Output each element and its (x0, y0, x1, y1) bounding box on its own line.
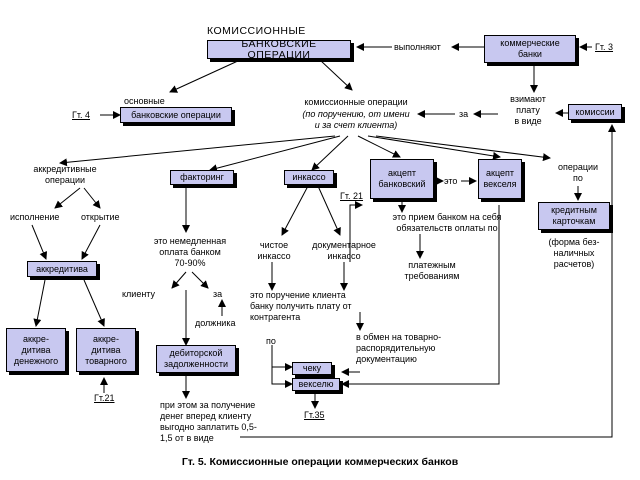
label-charge: взимают плату в виде (510, 94, 546, 126)
ref-gt21-collection: Гт. 21 (340, 191, 364, 201)
label-basic: основные (124, 96, 165, 106)
arrow-to-collection (311, 135, 349, 171)
label-this: это (444, 176, 458, 186)
label-credit-cards-note: (форма без- наличных расчетов) (548, 237, 600, 269)
label-factoring-definition: это немедленная оплата банком 70-90% (153, 236, 227, 268)
arrow-to-execution (54, 187, 81, 209)
box-commodity-lc: аккре- дитива товарного (76, 328, 136, 372)
ref-gt3: Гт. 3 (595, 42, 614, 52)
label-commission-ops-italic: (по поручению, от имени и за счет клиент… (302, 109, 410, 130)
label-for: за (459, 109, 469, 119)
label-collection-instruction: это поручение клиента банку получить пла… (250, 290, 352, 322)
arrow-by-to-bill (271, 367, 293, 388)
label-letters-of-credit-ops: аккредитивные операции (33, 164, 97, 185)
box-monetary-lc: аккре- дитива денежного (6, 328, 66, 372)
arrow-to-letters-of-credit (59, 135, 336, 167)
arrow-gt21-to-documentary (349, 201, 363, 262)
label-factoring-for: за (213, 289, 223, 299)
box-bank-accept: акцепт банковский (370, 159, 434, 199)
label-accept-definition: это прием банком на себя обязательств оп… (392, 212, 502, 233)
box-bill: векселю (292, 378, 340, 391)
box-letter-of-credit: аккредитива (27, 261, 97, 277)
label-to-client: клиенту (122, 289, 156, 299)
arrow-main-to-commission (319, 59, 353, 91)
label-opening: открытие (81, 212, 120, 222)
arrow-collection-to-clean (281, 185, 309, 236)
arrow-opening-to-lc (81, 224, 101, 260)
arrow-bill-accept-to-bill (341, 205, 500, 388)
label-clean-collection: чистое инкассо (257, 240, 291, 261)
box-factoring: факторинг (170, 170, 234, 185)
ref-gt4: Гт. 4 (72, 110, 91, 120)
header-top-word: КОМИССИОННЫЕ (207, 25, 306, 37)
ref-gt35: Гт.35 (304, 410, 325, 420)
arrow-main-to-basic (169, 59, 241, 93)
label-perform: выполняют (394, 42, 441, 52)
arrow-execution-to-lc (31, 224, 48, 260)
label-exchange-docs: в обмен на товарно- распорядительную док… (356, 332, 442, 364)
arrow-lc-to-commodity (83, 279, 105, 327)
box-basic-bank-operations: банковские операции (120, 107, 232, 123)
arrow-to-bill-accept (367, 135, 501, 160)
label-factoring-fee: при этом за получение денег вперед клиен… (160, 400, 257, 443)
label-debtor: должника (195, 318, 236, 328)
arrow-to-bank-accept (357, 135, 401, 158)
arrow-to-credit-cards (375, 135, 551, 162)
box-receivables: дебиторской задолженности (156, 345, 236, 373)
box-commission: комиссии (568, 104, 622, 120)
label-by: по (266, 336, 276, 346)
label-ops-on: операции по (557, 162, 599, 183)
label-documentary-collection: документарное инкассо (312, 240, 376, 261)
box-commercial-banks: коммерческие банки (484, 35, 576, 63)
arrow-to-opening (83, 187, 101, 209)
arrow-text-to-for (191, 271, 209, 289)
arrow-fee-to-commission (240, 124, 616, 438)
box-bill-accept: акцепт векселя (478, 159, 522, 199)
label-commission-ops: комиссионные операции (304, 97, 408, 107)
figure-caption: Гт. 5. Комиссионные операции коммерчески… (181, 456, 459, 468)
arrow-collection-to-documentary (317, 185, 341, 236)
label-payment-requests: платежным требованиям (404, 260, 460, 281)
arrow-by-to-cheque (271, 345, 293, 371)
ref-gt21-lc: Гт.21 (94, 393, 115, 403)
box-cheque: чеку (292, 362, 332, 375)
label-execution: исполнение (10, 212, 60, 222)
box-collection: инкассо (284, 170, 334, 185)
arrow-text-to-client (171, 271, 187, 289)
main-box-bank-operations: БАНКОВСКИЕ ОПЕРАЦИИ (207, 38, 351, 60)
box-credit-cards: кредитным карточкам (538, 202, 610, 230)
arrow-lc-to-monetary (33, 279, 46, 327)
arrow-to-factoring (209, 135, 341, 173)
